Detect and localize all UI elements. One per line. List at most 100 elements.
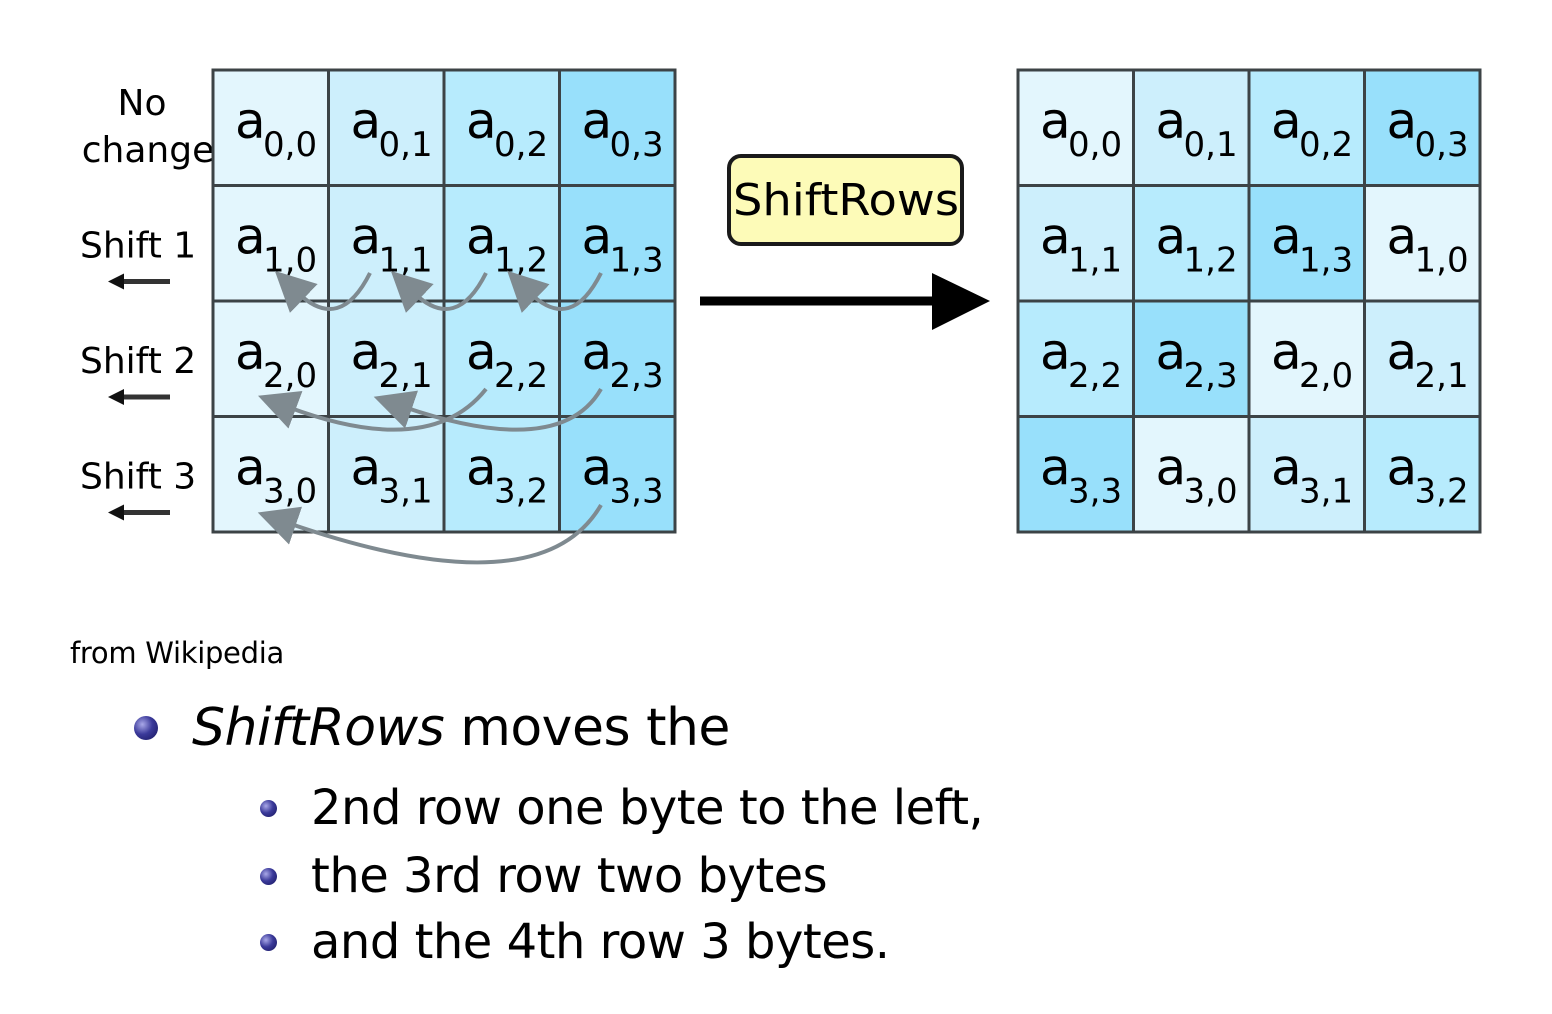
cell-label: a (1156, 323, 1187, 381)
cell-background (558, 415, 677, 534)
bullet-icon (134, 716, 158, 740)
source-caption: from Wikipedia (70, 636, 284, 670)
cell-label: a (582, 92, 613, 150)
after-cell: a0,0 (1016, 68, 1135, 187)
before-cell: a3,0 (211, 415, 330, 534)
cell-label: a (582, 323, 613, 381)
cell-label: a (1387, 323, 1418, 381)
cell-label: a (1040, 439, 1071, 497)
shiftrows-term: ShiftRows (192, 698, 445, 758)
bullet-main: ShiftRows moves the (134, 698, 730, 758)
after-cell: a0,1 (1132, 68, 1251, 187)
bullet-main-text: ShiftRows moves the (192, 698, 730, 758)
cell-label: a (351, 323, 382, 381)
sub-bullet-text: 2nd row one byte to the left, (311, 780, 984, 836)
cell-subscript: 0,3 (1415, 125, 1469, 165)
row-label-text: Shift 2 (80, 341, 196, 382)
before-cell: a3,1 (327, 415, 446, 534)
cell-background (327, 68, 446, 187)
cell-subscript: 0,1 (379, 125, 433, 165)
operation-label-box (727, 154, 964, 246)
row-label-text: Shift 3 (80, 457, 196, 498)
cell-subscript: 3,3 (610, 472, 664, 512)
cell-subscript: 0,1 (1184, 125, 1238, 165)
row-label: Shift 3 (80, 457, 196, 521)
before-cell: a1,2 (442, 184, 561, 303)
after-cell: a1,0 (1363, 184, 1482, 303)
cell-subscript: 0,0 (1068, 125, 1122, 165)
cell-background (1363, 184, 1482, 303)
shift-curve-arrows (257, 270, 603, 565)
cell-subscript: 0,3 (610, 125, 664, 165)
shift-curve-arrow (257, 503, 603, 565)
shift-curve-arrow (507, 270, 603, 313)
after-cell: a0,3 (1363, 68, 1482, 187)
sub-bullet-text: the 3rd row two bytes (311, 848, 828, 904)
before-cell: a2,3 (558, 299, 677, 418)
after-cell: a2,0 (1247, 299, 1366, 418)
after-cell: a0,2 (1247, 68, 1366, 187)
cell-label: a (1040, 92, 1071, 150)
cell-label: a (1387, 92, 1418, 150)
after-cell: a3,1 (1247, 415, 1366, 534)
cell-subscript: 1,2 (494, 241, 548, 281)
cell-label: a (1271, 208, 1302, 266)
sub-bullet: the 3rd row two bytes (260, 848, 828, 904)
after-cell: a3,3 (1016, 415, 1135, 534)
after-cell: a2,1 (1363, 299, 1482, 418)
cell-label: a (1156, 439, 1187, 497)
cell-label: a (235, 92, 266, 150)
row-label-line1: No (118, 83, 167, 124)
cell-subscript: 2,0 (1299, 356, 1353, 396)
cell-subscript: 2,1 (1415, 356, 1469, 396)
cell-subscript: 1,1 (379, 241, 433, 281)
cell-label: a (1156, 208, 1187, 266)
cell-subscript: 2,2 (494, 356, 548, 396)
cell-label: a (466, 92, 497, 150)
cell-subscript: 3,1 (1299, 472, 1353, 512)
shiftrows-operation-label: ShiftRows (727, 154, 964, 246)
transform-arrow-icon (700, 273, 990, 330)
after-cell: a1,2 (1132, 184, 1251, 303)
cell-background (442, 68, 561, 187)
row-label: Shift 2 (80, 341, 196, 405)
cell-subscript: 2,3 (1184, 356, 1238, 396)
after-cell: a3,0 (1132, 415, 1251, 534)
cell-label: a (466, 323, 497, 381)
cell-background (1132, 299, 1251, 418)
cell-subscript: 0,2 (1299, 125, 1353, 165)
sub-bullet-icon (260, 933, 277, 951)
sub-bullet: and the 4th row 3 bytes. (260, 914, 890, 970)
cell-subscript: 3,3 (1068, 472, 1122, 512)
operation-label-text: ShiftRows (733, 175, 959, 226)
before-cell: a0,2 (442, 68, 561, 187)
cell-subscript: 2,1 (379, 356, 433, 396)
cell-label: a (1271, 323, 1302, 381)
cell-label: a (1387, 208, 1418, 266)
cell-label: a (351, 208, 382, 266)
cell-background (558, 299, 677, 418)
before-cell: a0,1 (327, 68, 446, 187)
cell-subscript: 3,2 (494, 472, 548, 512)
before-cell: a2,2 (442, 299, 561, 418)
row-label: Shift 1 (80, 226, 196, 290)
left-arrow-icon (108, 389, 170, 405)
cell-subscript: 1,3 (1299, 241, 1353, 281)
before-cell: a1,0 (211, 184, 330, 303)
cell-subscript: 1,1 (1068, 241, 1122, 281)
after-cell: a2,3 (1132, 299, 1251, 418)
cell-background (1363, 68, 1482, 187)
cell-background (558, 184, 677, 303)
cell-label: a (1387, 439, 1418, 497)
before-cell: a1,1 (327, 184, 446, 303)
cell-background (1247, 68, 1366, 187)
before-cell: a3,3 (558, 415, 677, 534)
cell-label: a (1156, 92, 1187, 150)
after-cell: a3,2 (1363, 415, 1482, 534)
cell-background (1132, 68, 1251, 187)
cell-background (442, 415, 561, 534)
cell-background (211, 68, 330, 187)
